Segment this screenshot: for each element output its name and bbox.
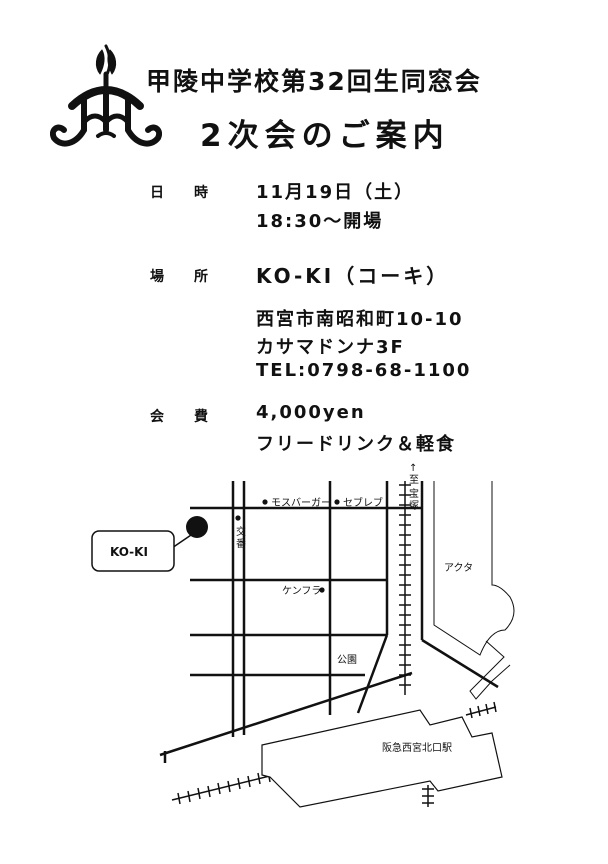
station-building <box>261 709 503 808</box>
page-subtitle: 2次会のご案内 <box>200 118 450 154</box>
kenfura-dot <box>319 587 325 593</box>
fee-label-2: 費 <box>194 409 208 425</box>
fee-note: フリードリンク＆軽食 <box>256 434 456 455</box>
venue-name: KO-KI（コーキ） <box>256 264 450 288</box>
time-value: 18:30〜開場 <box>256 211 384 232</box>
venue-label: 場 所 <box>150 266 208 286</box>
direction-label-1: 至 <box>409 474 419 486</box>
koban-label-1: 交 <box>236 525 246 538</box>
koban-dot <box>235 515 241 521</box>
koki-callout-text: KO-KI <box>110 545 148 559</box>
koban-label-2: 番 <box>236 538 246 550</box>
venue-label-2: 所 <box>194 269 208 285</box>
school-emblem-logo <box>50 44 162 147</box>
date-label-1: 日 <box>150 185 164 201</box>
koki-marker <box>186 516 208 538</box>
overpass <box>469 640 511 700</box>
venue-address-2: カサマドンナ3F <box>256 337 405 358</box>
venue-address-1: 西宮市南昭和町10-10 <box>256 309 464 330</box>
mos-label: モスバーガー <box>271 497 331 509</box>
seven-dot <box>334 499 340 505</box>
direction-label-3: 塚 <box>409 500 419 512</box>
koki-callout-box <box>91 530 175 572</box>
fee-amount: 4,000yen <box>256 402 366 423</box>
station-label: 阪急西宮北口駅 <box>382 741 452 754</box>
access-map: KO-KI 交 番 モスバーガー セブレブ ケンフラ 公園 アクタ 阪急西宮北口… <box>91 463 515 808</box>
page-title: 甲陵中学校第32回生同窓会 <box>146 67 482 96</box>
fee-label: 会 費 <box>150 406 208 426</box>
kenfura-label: ケンフラ <box>282 585 321 597</box>
mos-dot <box>262 499 268 505</box>
date-label-2: 時 <box>194 185 208 201</box>
map-roads <box>159 481 499 763</box>
date-label: 日 時 <box>150 182 208 202</box>
direction-arrow: ↑ <box>409 463 417 474</box>
akta-label: アクタ <box>444 562 473 574</box>
direction-label-2: 宝 <box>409 487 419 500</box>
seven-label: セブレブ <box>343 496 383 509</box>
fee-label-1: 会 <box>150 409 164 425</box>
venue-label-1: 場 <box>150 269 164 285</box>
koki-callout-pointer <box>171 532 195 549</box>
date-value: 11月19日（土） <box>256 182 415 203</box>
venue-tel: TEL:0798-68-1100 <box>256 360 472 381</box>
park-label: 公園 <box>337 654 357 666</box>
